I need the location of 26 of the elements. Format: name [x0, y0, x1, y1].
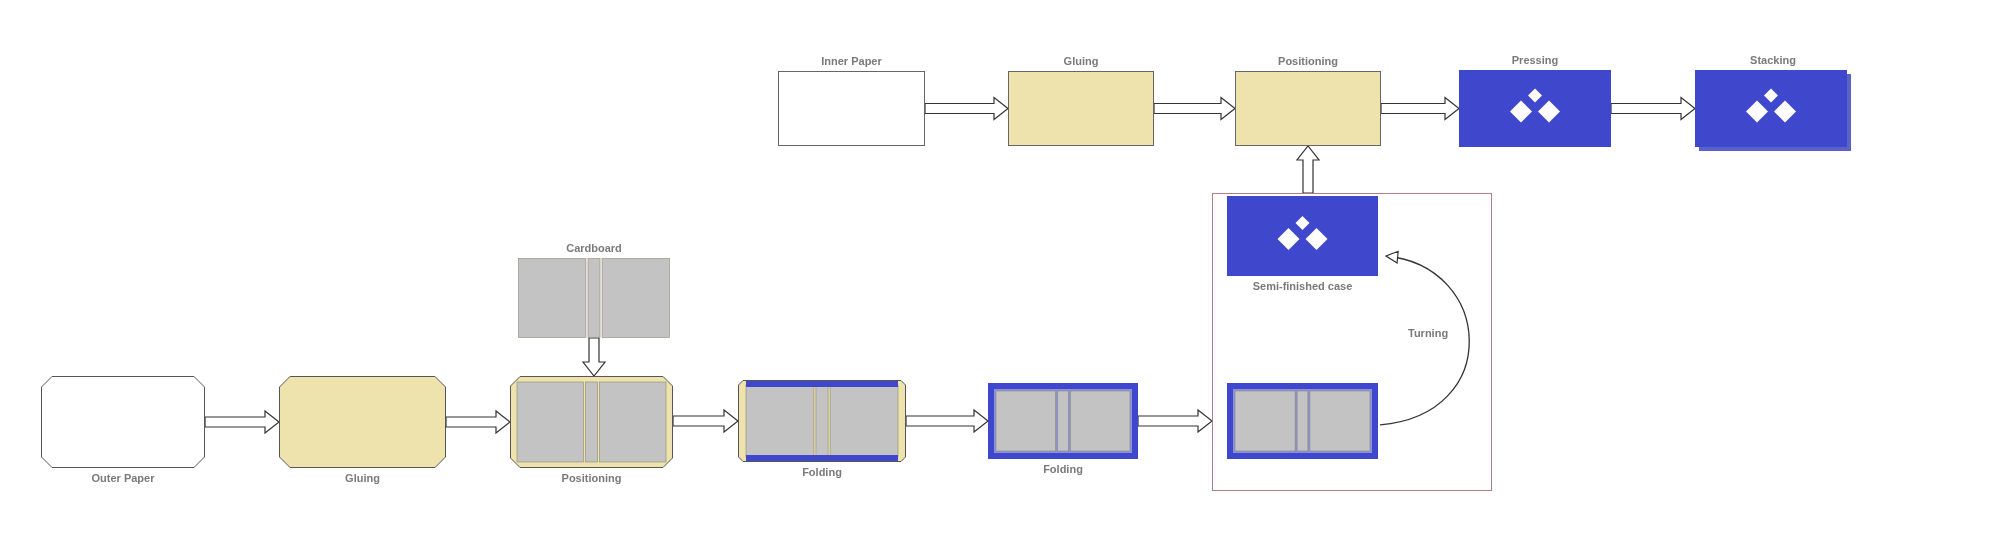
- edge-label: Turning: [1406, 326, 1451, 341]
- step-label: Stacking: [1750, 53, 1796, 68]
- curved-arrow: [1379, 252, 1470, 426]
- step-label: Semi-finished case: [1252, 279, 1353, 294]
- block-arrow: [204, 409, 280, 435]
- block-arrow: [672, 408, 739, 434]
- block-arrow: [1295, 145, 1321, 194]
- step-label: Inner Paper: [821, 54, 882, 69]
- step-label: Cardboard: [566, 241, 622, 256]
- block-arrow: [1380, 96, 1460, 121]
- step-label: Outer Paper: [91, 471, 155, 486]
- step-label: Gluing: [1063, 54, 1099, 69]
- step-label: Pressing: [1511, 53, 1559, 68]
- block-arrow: [905, 408, 989, 434]
- step-label: Positioning: [1278, 54, 1338, 69]
- step-label: Gluing: [345, 471, 380, 486]
- step-label: Positioning: [561, 471, 622, 486]
- step-label: Folding: [802, 465, 842, 480]
- group-frame: [1212, 193, 1492, 491]
- block-arrow: [581, 337, 607, 377]
- block-arrow: [1137, 408, 1213, 434]
- step-label: Folding: [1043, 462, 1083, 477]
- block-arrow: [445, 409, 511, 435]
- block-arrow: [1153, 96, 1236, 121]
- block-arrow: [1610, 96, 1696, 121]
- block-arrow: [924, 96, 1009, 121]
